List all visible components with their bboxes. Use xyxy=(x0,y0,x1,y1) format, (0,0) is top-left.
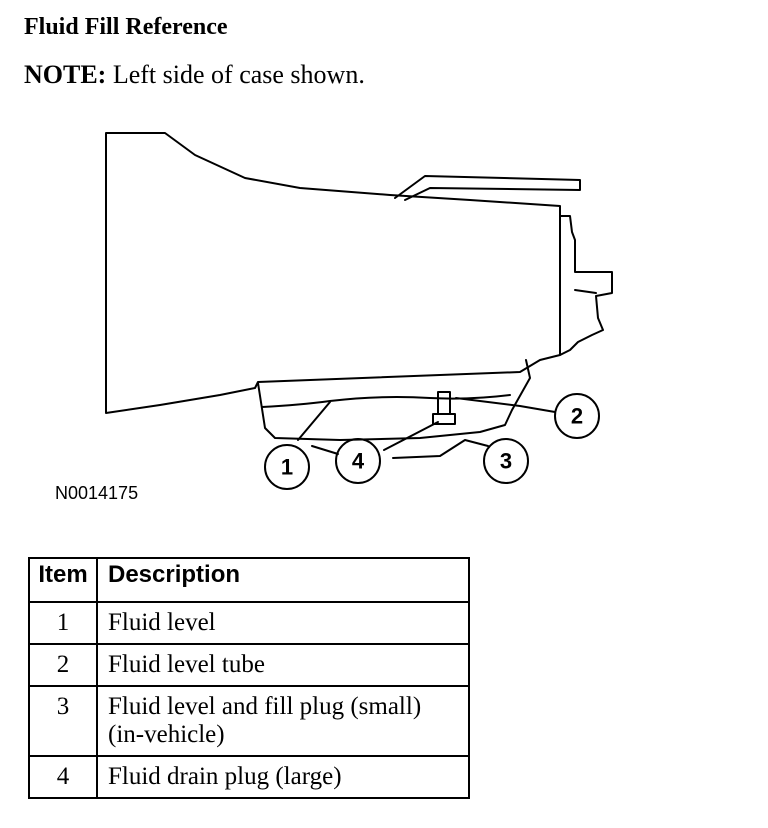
row-item-number: 4 xyxy=(28,755,98,799)
case-outline xyxy=(105,132,561,414)
row-description: Fluid level xyxy=(96,601,470,645)
row-item-number: 1 xyxy=(28,601,98,645)
drain-plug-shape xyxy=(432,413,456,425)
table-row: 4 Fluid drain plug (large) xyxy=(28,755,470,799)
table-row: 1 Fluid level xyxy=(28,601,470,645)
table-row: 3 Fluid level and fill plug (small) (in-… xyxy=(28,685,470,757)
column-header-item: Item xyxy=(28,557,98,603)
row-description: Fluid drain plug (large) xyxy=(96,755,470,799)
page-heading: Fluid Fill Reference xyxy=(24,14,228,40)
callout-1-circle xyxy=(264,444,310,490)
figure-id: N0014175 xyxy=(55,483,138,503)
note-label: NOTE: xyxy=(24,60,107,89)
filler-tube xyxy=(394,175,581,201)
callout-1: 1 xyxy=(281,455,293,480)
callout-3: 3 xyxy=(500,449,512,474)
callout-3-circle xyxy=(483,438,529,484)
fluid-level-line xyxy=(261,394,511,408)
rear-housing xyxy=(559,215,613,356)
note-text: Left side of case shown. xyxy=(112,60,365,89)
note: NOTE: Left side of case shown. xyxy=(24,60,365,90)
oil-pan xyxy=(257,359,531,441)
row-item-number: 3 xyxy=(28,685,98,757)
item-description-table: Item Description 1 Fluid level 2 Fluid l… xyxy=(28,557,470,799)
transmission-drawing: 1 2 3 4 N0014175 xyxy=(55,132,613,503)
row-description: Fluid level tube xyxy=(96,643,470,687)
row-description: Fluid level and fill plug (small) (in-ve… xyxy=(96,685,470,757)
callout-4-circle xyxy=(335,438,381,484)
callout-2-circle xyxy=(554,393,600,439)
row-item-number: 2 xyxy=(28,643,98,687)
callout-2: 2 xyxy=(571,404,583,429)
transmission-illustration: 1 2 3 4 N0014175 xyxy=(0,120,768,520)
table-header-row: Item Description xyxy=(28,557,470,603)
fluid-level-tube-shape xyxy=(437,391,451,415)
column-header-description: Description xyxy=(96,557,470,603)
callout-4: 4 xyxy=(352,449,365,474)
table-row: 2 Fluid level tube xyxy=(28,643,470,687)
